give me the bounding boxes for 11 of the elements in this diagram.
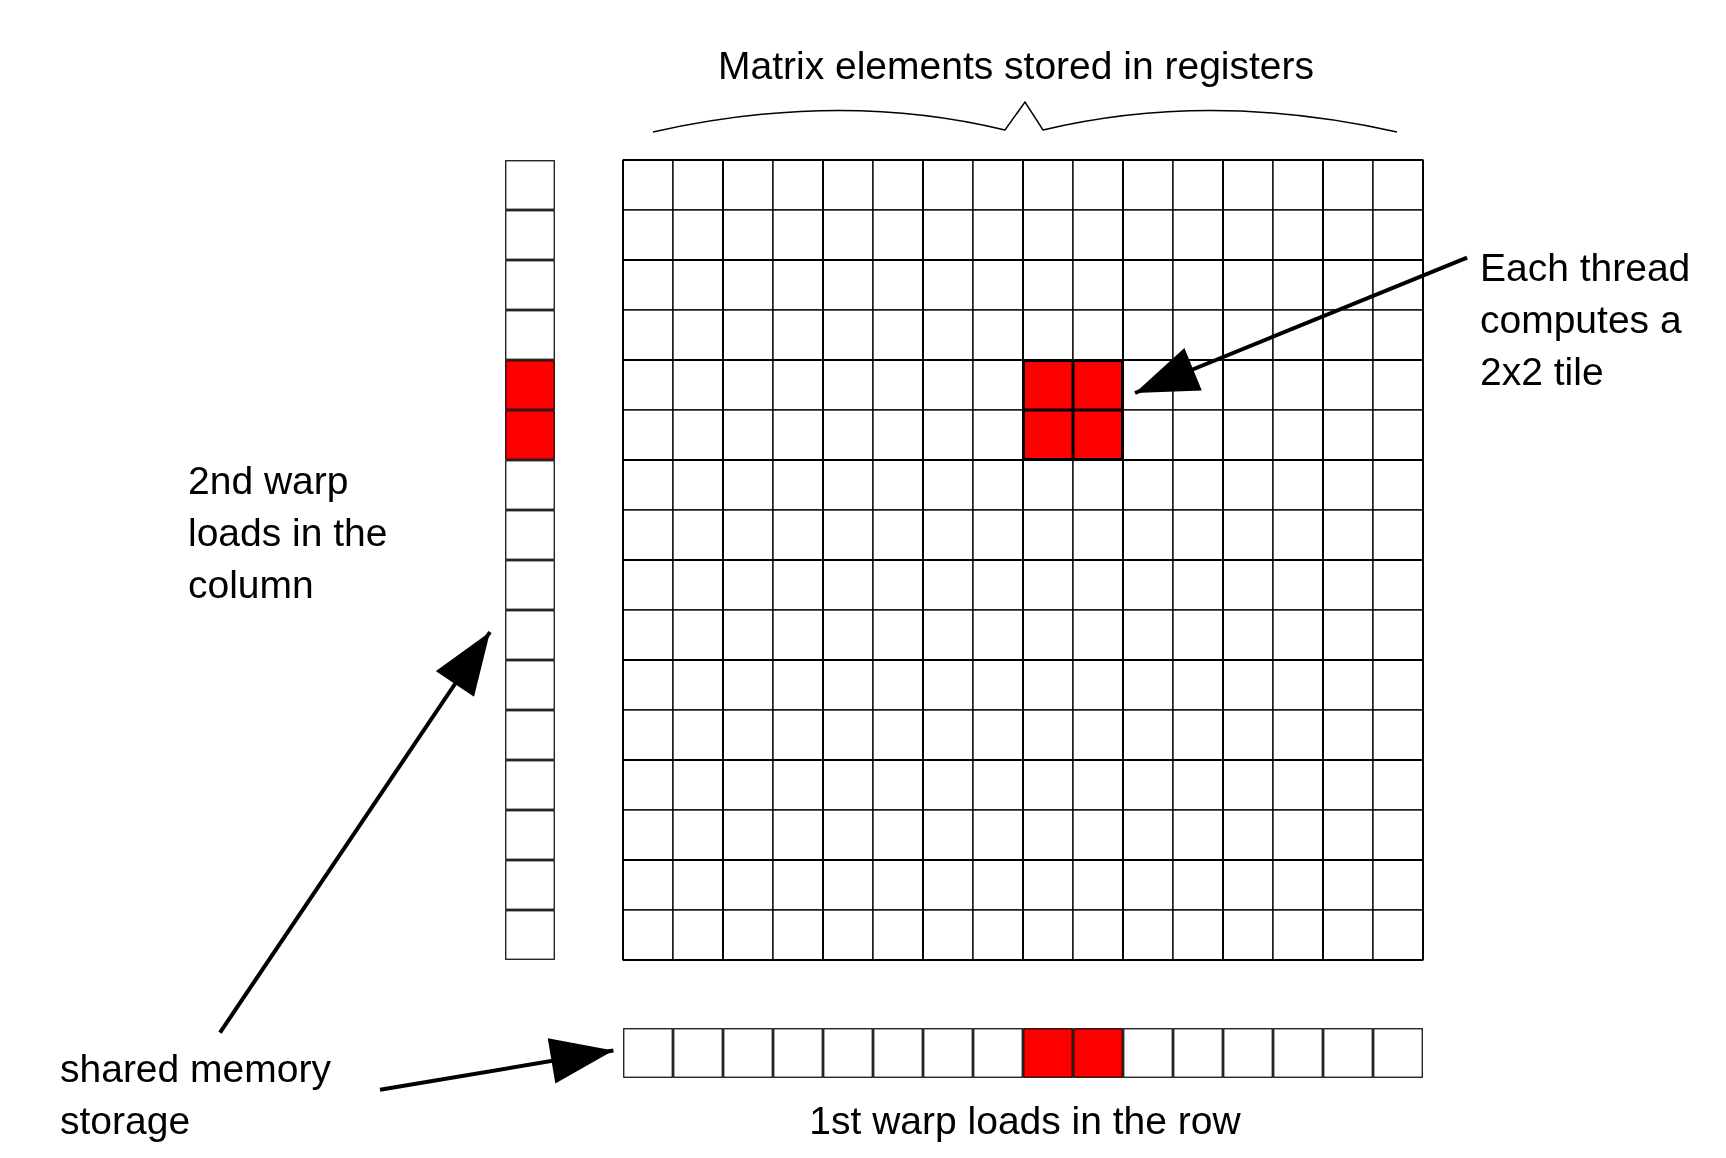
memory-column-strip bbox=[505, 160, 555, 960]
memory-row-strip bbox=[623, 1028, 1423, 1078]
annotation-text: shared memory storage bbox=[60, 1043, 380, 1147]
annotation-text: Each thread computes a 2x2 tile bbox=[1480, 242, 1695, 398]
caption-label: 2nd warp loads in the column bbox=[188, 458, 389, 608]
arrow bbox=[379, 1038, 614, 1092]
heading-label: Matrix elements stored in registers bbox=[717, 43, 1314, 89]
highlighted-tile bbox=[1023, 360, 1123, 460]
arrow bbox=[218, 630, 492, 1034]
caption-label: 1st warp loads in the row bbox=[809, 1098, 1241, 1144]
arrow bbox=[1134, 255, 1468, 395]
